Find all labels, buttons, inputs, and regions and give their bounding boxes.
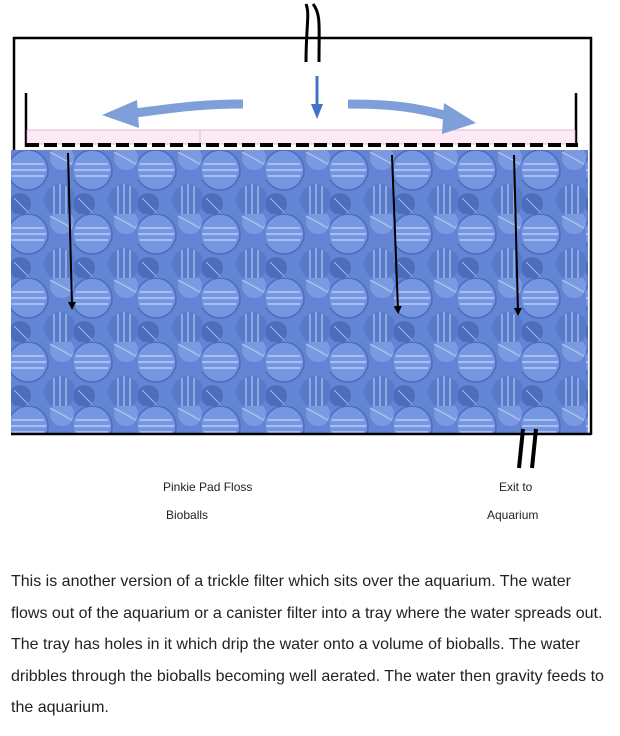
pad-floss-layer xyxy=(26,129,576,145)
description-paragraph: This is another version of a trickle fil… xyxy=(11,573,604,716)
spread-arrow-right xyxy=(347,99,476,134)
inlet-pipe-icon xyxy=(304,3,321,63)
pad-floss-label: Pinkie Pad Floss xyxy=(163,480,253,494)
exit-label-line1: Exit to xyxy=(499,480,533,494)
outlet-pipe-icon xyxy=(517,428,538,469)
drip-arrow xyxy=(67,152,76,310)
drip-arrow xyxy=(513,154,522,316)
trickle-filter-diagram xyxy=(11,3,593,469)
inlet-flow-arrow xyxy=(311,76,323,119)
spread-arrow-left xyxy=(102,99,244,128)
exit-label-line2: Aquarium xyxy=(487,508,539,522)
drip-arrow xyxy=(391,154,402,314)
bioballs-label: Bioballs xyxy=(166,508,209,522)
bioballs-media xyxy=(11,150,588,433)
